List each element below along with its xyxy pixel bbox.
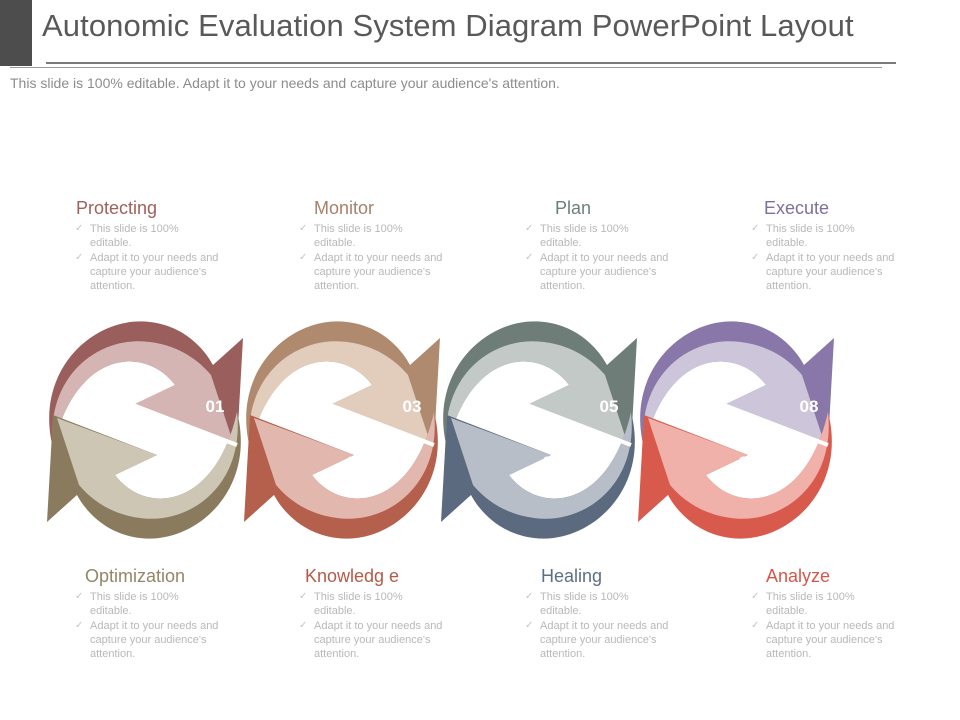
step-block-knowledge: Knowledg e This slide is 100% editable. … [298,565,460,662]
step-heading: Protecting [76,198,158,218]
step-number: 05 [600,397,619,416]
cycle-arrow [441,412,635,539]
bullet-item: This slide is 100% editable. [298,222,444,251]
bullet-item: Adapt it to your needs and capture your … [74,251,220,294]
arrow-divider [329,403,435,447]
bullet-item: This slide is 100% editable. [524,590,670,619]
bullet-item: Adapt it to your needs and capture your … [74,619,220,662]
step-block-monitor: Monitor This slide is 100% editable. Ada… [298,197,460,294]
arrow-highlight [451,412,632,519]
page-subtitle: This slide is 100% editable. Adapt it to… [10,75,560,91]
step-number: 02 [151,453,170,472]
bullet-item: This slide is 100% editable. [74,222,220,251]
step-number: 07 [739,453,758,472]
bullet-item: Adapt it to your needs and capture your … [524,251,670,294]
bullet-item: This slide is 100% editable. [524,222,670,251]
arrow-highlight [446,341,627,448]
bullet-item: Adapt it to your needs and capture your … [298,251,444,294]
arrow-divider [723,403,829,447]
bullet-item: This slide is 100% editable. [298,590,444,619]
step-heading: Healing [541,566,603,586]
bullet-item: This slide is 100% editable. [74,590,220,619]
arrow-highlight [648,412,829,519]
cycle-arrow [244,412,438,539]
step-number: 01 [206,397,225,416]
step-heading: Plan [555,198,592,218]
step-number: 06 [543,453,562,472]
step-block-analyze: Analyze This slide is 100% editable. Ada… [750,565,912,662]
cycle-arrow [47,412,241,539]
cycle-arrow [640,321,834,448]
arrow-highlight [254,412,435,519]
cycle-arrow [246,321,440,448]
arrow-divider [132,403,238,447]
step-number: 08 [800,397,819,416]
cycle-arrow [638,412,832,539]
arrow-highlight [52,341,234,448]
arrow-highlight [57,412,238,519]
bullet-item: Adapt it to your needs and capture your … [750,251,896,294]
step-number: 03 [403,397,422,416]
cycle-arrow [49,321,244,448]
step-heading: Monitor [314,198,375,218]
page-title: Autonomic Evaluation System Diagram Powe… [42,8,854,43]
step-heading: Execute [764,198,830,218]
step-block-plan: Plan This slide is 100% editable. Adapt … [524,197,686,294]
title-divider [46,62,896,64]
bullet-item: This slide is 100% editable. [750,222,896,251]
step-heading: Optimization [85,566,186,586]
step-heading: Knowledg e [305,566,400,586]
step-block-healing: Healing This slide is 100% editable. Ada… [524,565,686,662]
title-accent-bar [0,0,32,66]
bullet-item: Adapt it to your needs and capture your … [750,619,896,662]
arrow-highlight [643,341,824,448]
cycle-arrow [443,321,637,448]
bullet-item: This slide is 100% editable. [750,590,896,619]
step-block-execute: Execute This slide is 100% editable. Ada… [750,197,912,294]
arrow-divider [526,403,632,447]
bullet-item: Adapt it to your needs and capture your … [524,619,670,662]
bullet-item: Adapt it to your needs and capture your … [298,619,444,662]
step-block-optimization: Optimization This slide is 100% editable… [74,565,236,662]
arrow-highlight [249,341,430,448]
title-divider-thin [10,67,882,68]
step-number: 04 [347,453,366,472]
step-block-protecting: Protecting This slide is 100% editable. … [74,197,236,294]
step-heading: Analyze [766,566,831,586]
